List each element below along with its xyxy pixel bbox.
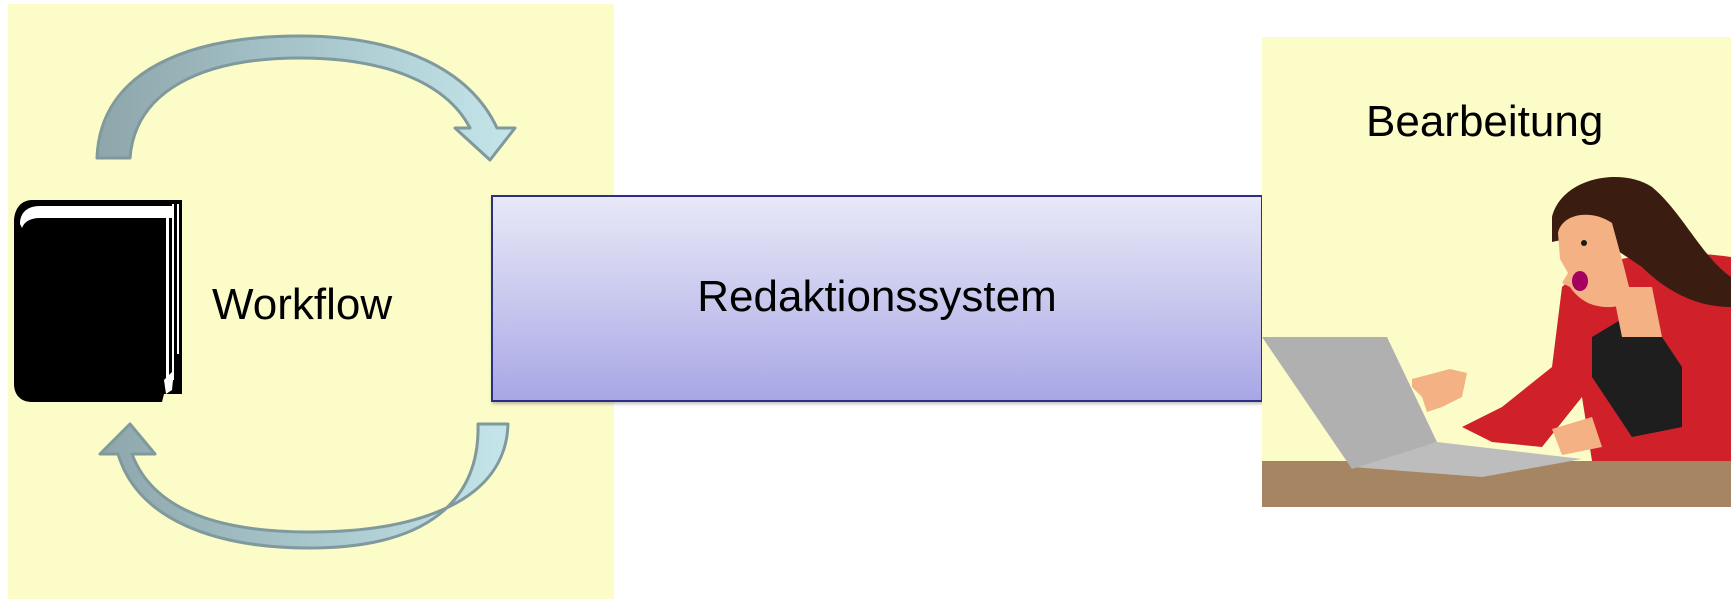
pointing-hand-shape <box>1412 369 1467 412</box>
mouth-shape <box>1572 271 1588 291</box>
eye-shape <box>1581 240 1587 246</box>
hair-shape <box>1552 177 1731 307</box>
cycle-arrows <box>95 34 517 550</box>
bearbeitung-label: Bearbeitung <box>1366 97 1604 146</box>
shirt-shape <box>1592 307 1682 437</box>
lower-hand-shape <box>1552 417 1602 455</box>
bottom-curved-arrow-icon <box>98 422 510 550</box>
laptop-base-shape <box>1352 442 1582 477</box>
redaktionssystem-label: Redaktionssystem <box>697 271 1057 321</box>
neck-shape <box>1612 287 1662 337</box>
woman-at-laptop-illustration <box>1262 177 1731 507</box>
workflow-label: Workflow <box>212 280 393 329</box>
laptop-screen-shape <box>1262 337 1437 469</box>
redaktionssystem-box: Redaktionssystem <box>491 195 1263 402</box>
editing-panel: Bearbeitung <box>1262 37 1731 507</box>
book-icon <box>14 200 182 402</box>
top-curved-arrow-icon <box>95 34 517 162</box>
